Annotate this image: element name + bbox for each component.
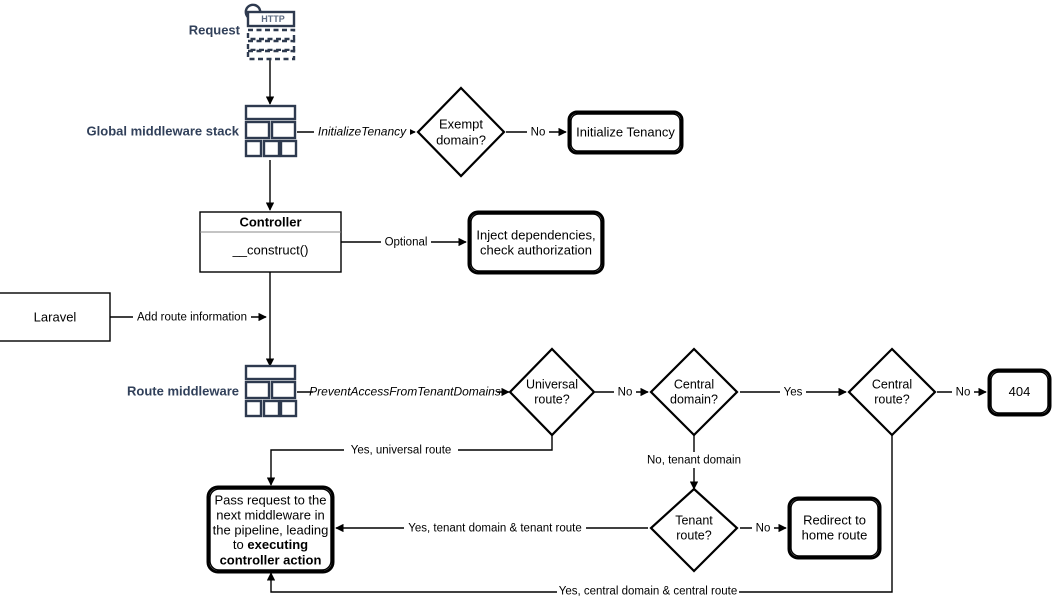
node-inject-dependencies-line1: Inject dependencies, bbox=[476, 227, 595, 242]
node-404-label: 404 bbox=[1009, 384, 1031, 399]
node-pass-request-bold2: controller action bbox=[220, 552, 322, 567]
decision-central-domain[interactable]: Central domain? bbox=[649, 347, 739, 437]
node-controller[interactable]: Controller __construct() bbox=[199, 211, 342, 273]
http-badge-label: HTTP bbox=[261, 14, 285, 24]
decision-universal-route[interactable]: Universal route? bbox=[508, 347, 596, 437]
decision-exempt-domain-line2: domain? bbox=[436, 132, 486, 147]
node-pass-request-line4: to executing bbox=[233, 537, 308, 552]
decision-central-route-line2: route? bbox=[874, 392, 909, 406]
edge-label-bg-yes-tenant-domain-tenant-route bbox=[404, 520, 586, 536]
decision-universal-route-line2: route? bbox=[534, 392, 569, 406]
node-controller-method: __construct() bbox=[232, 242, 309, 257]
node-laravel-label: Laravel bbox=[34, 309, 77, 324]
decision-exempt-domain[interactable]: Exempt domain? bbox=[416, 86, 506, 178]
edge-label-bg-yes-universal-route bbox=[344, 442, 458, 458]
edge-label-prevent-access: PreventAccessFromTenantDomains bbox=[309, 385, 501, 399]
http-request-icon: HTTP bbox=[244, 3, 296, 61]
node-redirect-home-line1: Redirect to bbox=[803, 512, 866, 527]
edge-label-initialize-tenancy: InitializeTenancy bbox=[318, 125, 407, 139]
node-pass-request-bold1: executing bbox=[247, 537, 308, 552]
node-initialize-tenancy[interactable]: Initialize Tenancy bbox=[567, 110, 684, 155]
node-404[interactable]: 404 bbox=[987, 368, 1052, 417]
edge-label-yes-tenant-domain-tenant-route: Yes, tenant domain & tenant route bbox=[408, 523, 581, 535]
edge-label-no-tenant-domain: No, tenant domain bbox=[647, 455, 741, 467]
node-pass-request-line1: Pass request to the bbox=[214, 492, 326, 507]
edge-label-add-route-information: Add route information bbox=[137, 312, 247, 324]
decision-central-domain-line2: domain? bbox=[670, 392, 718, 406]
edge-label-central-route-no: No bbox=[956, 387, 971, 399]
decision-central-route[interactable]: Central route? bbox=[847, 347, 937, 437]
edge-label-optional: Optional bbox=[385, 237, 428, 249]
node-controller-title: Controller bbox=[239, 214, 301, 229]
side-label-route-middleware: Route middleware bbox=[127, 383, 239, 398]
node-pass-request[interactable]: Pass request to the next middleware in t… bbox=[206, 485, 335, 574]
node-laravel[interactable]: Laravel bbox=[0, 292, 111, 342]
edge-label-central-domain-yes: Yes bbox=[784, 387, 803, 399]
edge-label-exempt-no: No bbox=[531, 127, 546, 139]
node-pass-request-line4-prefix: to bbox=[233, 537, 247, 552]
node-pass-request-line3: the pipeline, leading bbox=[213, 522, 329, 537]
decision-tenant-route[interactable]: Tenant route? bbox=[649, 487, 739, 573]
edge-label-yes-central-domain-central-route: Yes, central domain & central route bbox=[559, 586, 738, 598]
side-label-global-middleware-stack: Global middleware stack bbox=[87, 123, 240, 138]
decision-tenant-route-line1: Tenant bbox=[675, 513, 713, 527]
route-middleware-stack-icon bbox=[244, 364, 298, 418]
edge-universal-route-yes-to-pass-request bbox=[266, 434, 553, 486]
node-inject-dependencies-line2: check authorization bbox=[480, 242, 592, 257]
edge-label-bg-universal-no bbox=[614, 384, 636, 400]
edge-label-bg-exempt-no bbox=[527, 124, 549, 140]
edge-label-bg-prevent-access bbox=[313, 384, 497, 400]
node-pass-request-line2: next middleware in bbox=[216, 507, 324, 522]
edge-label-bg-central-domain-yes bbox=[780, 384, 806, 400]
decision-tenant-route-line2: route? bbox=[676, 528, 711, 542]
edge-label-bg-optional bbox=[381, 234, 431, 250]
edge-label-bg-add-route-information bbox=[133, 309, 251, 325]
node-inject-dependencies[interactable]: Inject dependencies, check authorization bbox=[467, 210, 605, 275]
global-middleware-stack-icon bbox=[244, 104, 298, 158]
edge-label-bg-initialize-tenancy bbox=[314, 124, 410, 140]
side-label-request: Request bbox=[189, 22, 241, 37]
decision-universal-route-line1: Universal bbox=[526, 377, 578, 391]
edge-label-bg-tenant-route-no bbox=[752, 520, 774, 536]
decision-central-domain-line1: Central bbox=[674, 377, 714, 391]
edge-label-bg-yes-central-domain-central-route bbox=[557, 583, 739, 599]
edge-label-yes-universal-route: Yes, universal route bbox=[351, 445, 452, 457]
edge-label-bg-central-route-no bbox=[952, 384, 974, 400]
node-redirect-home[interactable]: Redirect to home route bbox=[787, 496, 882, 560]
decision-central-route-line1: Central bbox=[872, 377, 912, 391]
decision-exempt-domain-line1: Exempt bbox=[439, 116, 483, 131]
edge-label-bg-no-tenant-domain bbox=[641, 452, 747, 468]
edge-label-tenant-route-no: No bbox=[756, 523, 771, 535]
edge-label-universal-no: No bbox=[618, 387, 633, 399]
node-redirect-home-line2: home route bbox=[802, 527, 868, 542]
node-initialize-tenancy-label: Initialize Tenancy bbox=[576, 124, 675, 139]
